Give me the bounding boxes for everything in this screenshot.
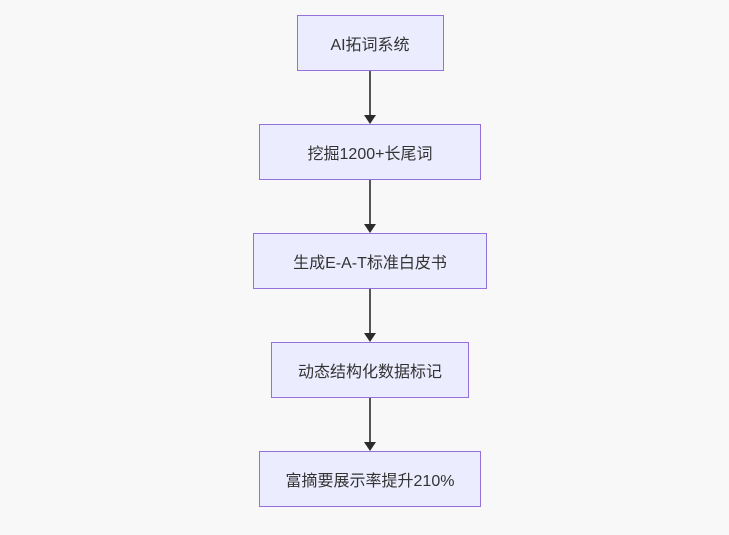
arrowhead-down-icon [364,333,376,342]
arrowhead-down-icon [364,115,376,124]
flow-arrow [363,180,377,233]
flow-arrow [363,289,377,342]
node-label: AI拓词系统 [330,37,410,54]
node-label: 富摘要展示率提升210% [285,473,455,490]
arrow-stem [369,180,371,224]
arrowhead-down-icon [364,442,376,451]
flow-arrow [363,398,377,451]
flowchart-node-rich-snippet-result: 富摘要展示率提升210% [258,451,482,507]
arrowhead-down-icon [364,224,376,233]
arrow-stem [369,71,371,115]
flow-arrow [363,71,377,124]
flowchart-node-ai-system: AI拓词系统 [296,15,444,71]
flowchart-node-longtail-words: 挖掘1200+长尾词 [259,124,481,180]
node-label: 动态结构化数据标记 [297,364,442,381]
node-label: 挖掘1200+长尾词 [307,146,433,163]
flowchart-node-eat-whitepaper: 生成E-A-T标准白皮书 [253,233,487,289]
flowchart-node-structured-data: 动态结构化数据标记 [270,342,469,398]
arrow-stem [369,398,371,442]
node-label: 生成E-A-T标准白皮书 [293,255,447,272]
arrow-stem [369,289,371,333]
flowchart: AI拓词系统 挖掘1200+长尾词 生成E-A-T标准白皮书 动态结构化数据标记 [253,15,487,507]
